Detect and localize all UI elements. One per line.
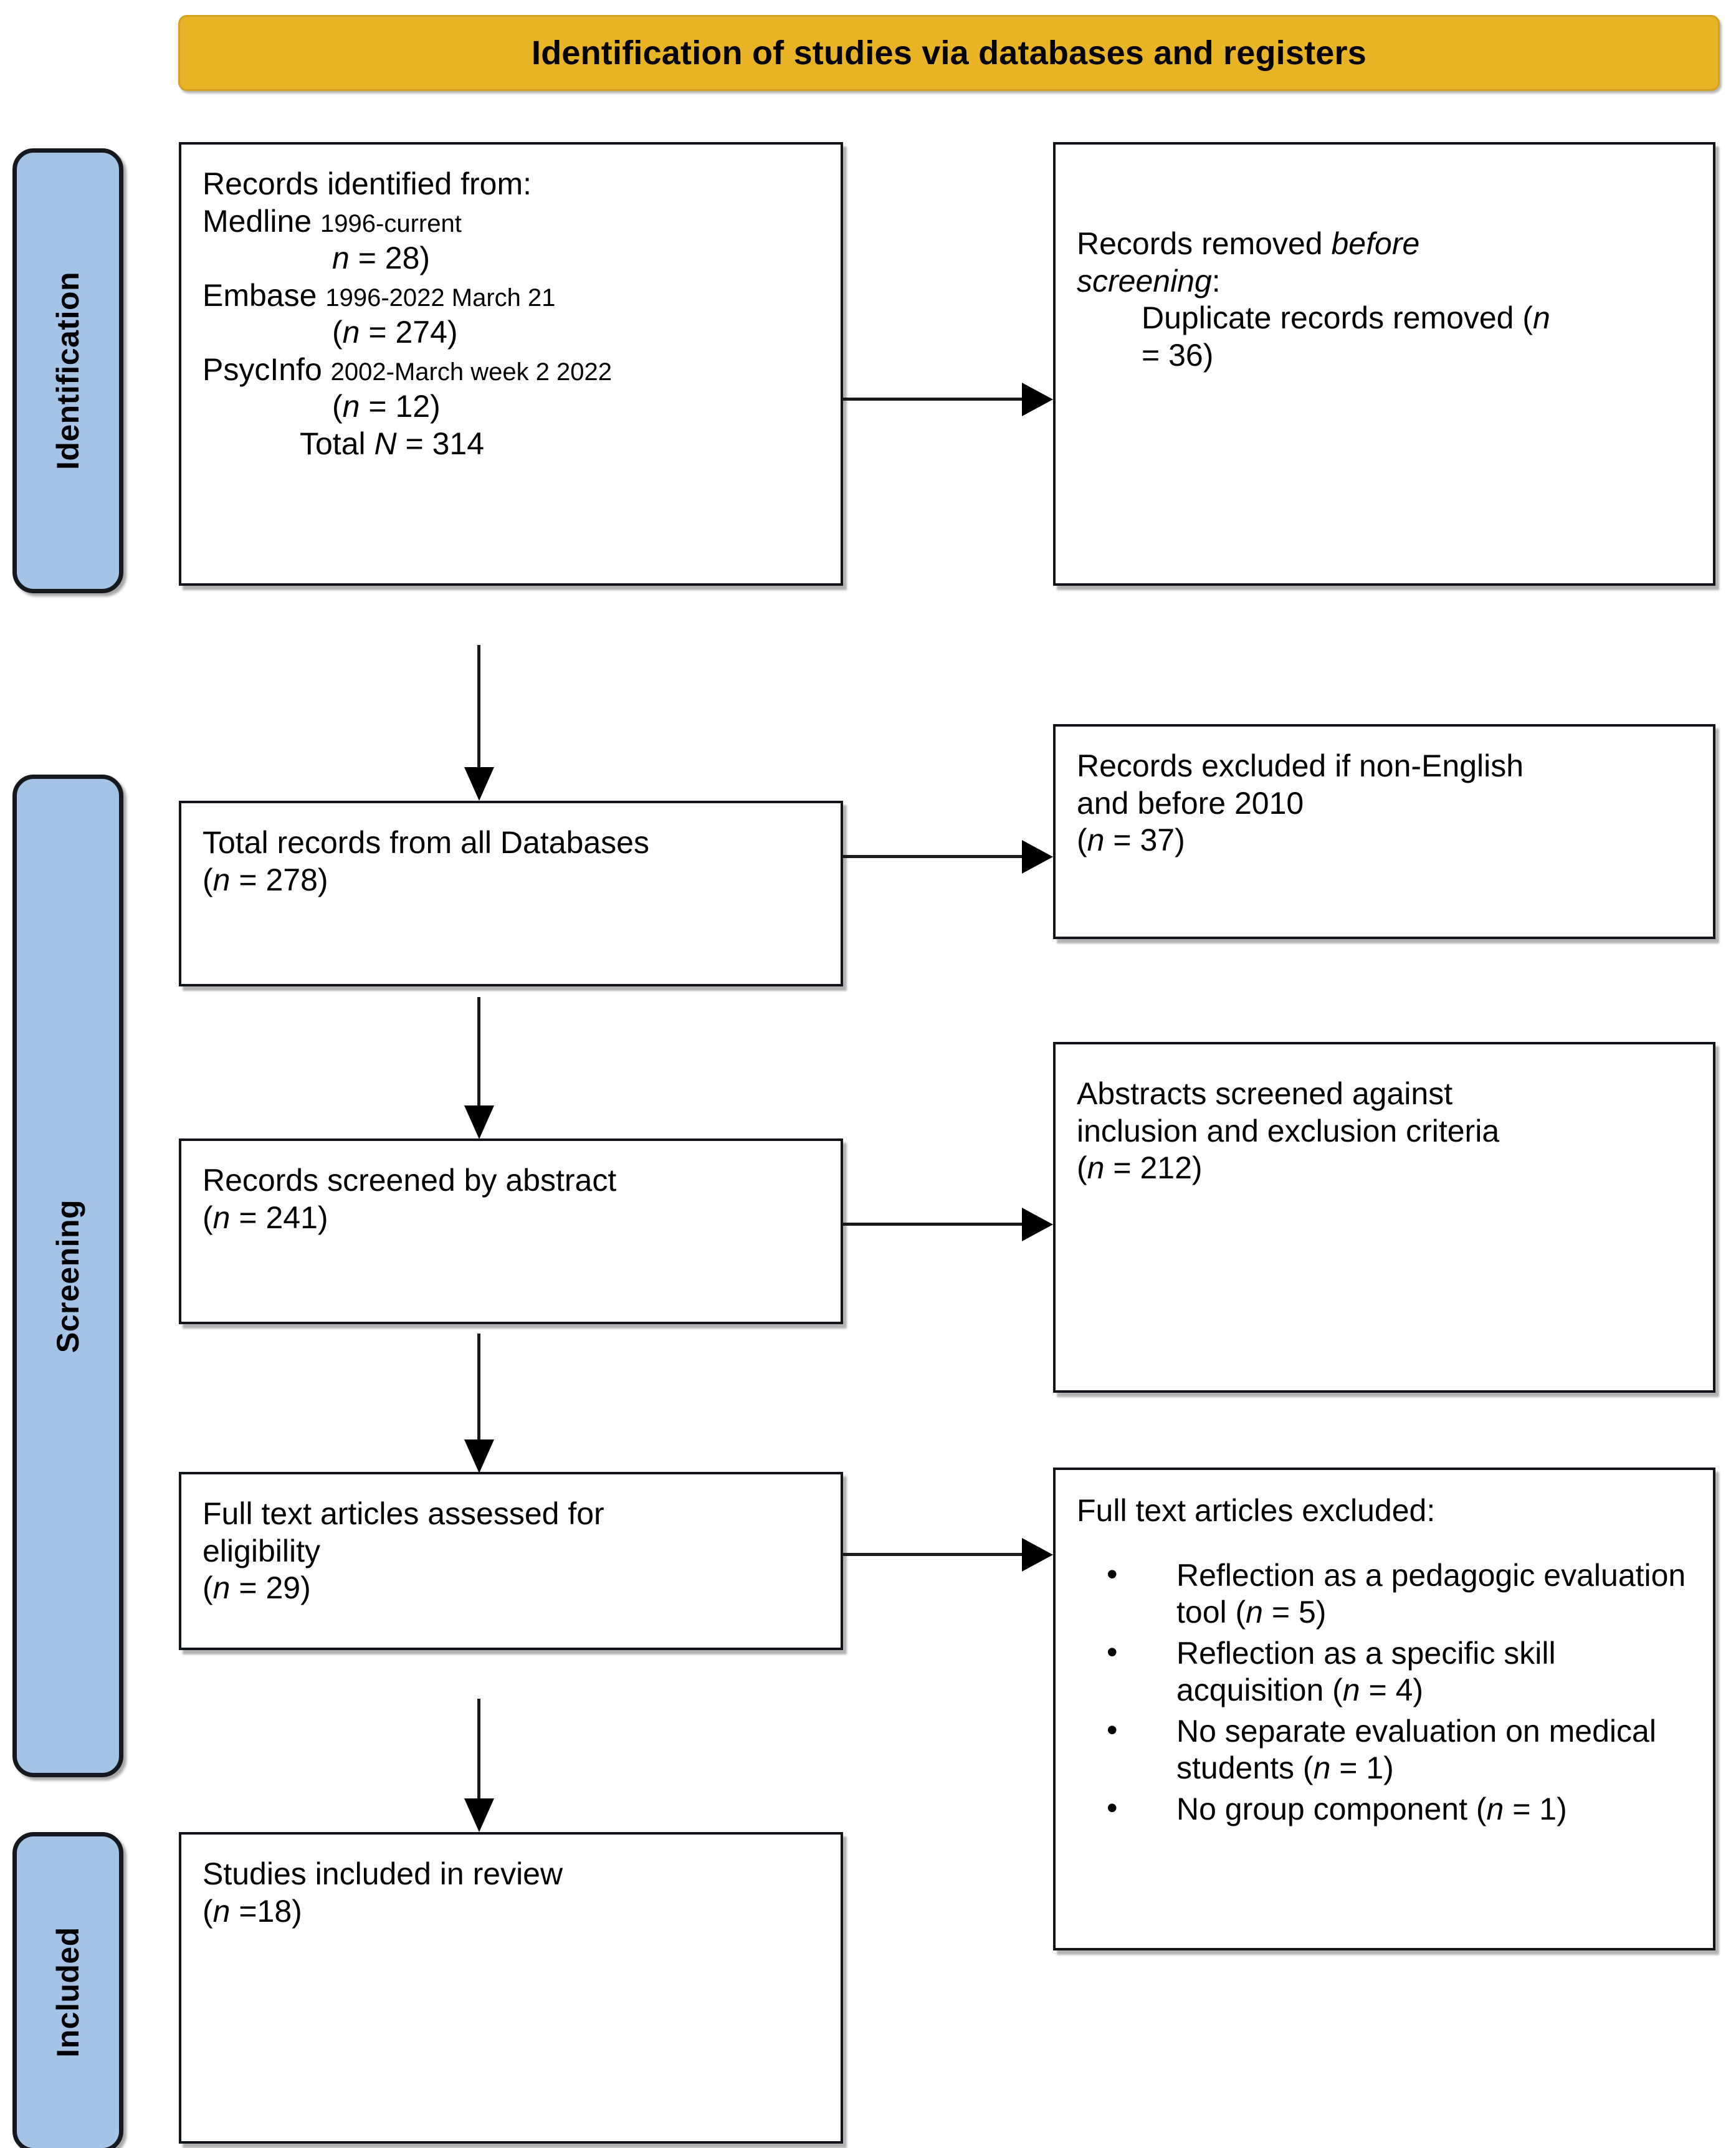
- records-removed-text: Records removed before screening: Duplic…: [1077, 226, 1694, 374]
- source-1-range: 1996-current: [320, 209, 462, 237]
- source-3-count: (n = 12): [332, 389, 441, 424]
- box-abstracts-screened: Abstracts screened against inclusion and…: [1053, 1042, 1715, 1393]
- records-excluded-count: (n = 37): [1077, 823, 1185, 857]
- exclusion-reason-item: No separate evaluation on medical studen…: [1077, 1712, 1694, 1787]
- studies-included-line-1: Studies included in review: [203, 1856, 563, 1891]
- records-removed-before: before: [1331, 226, 1420, 261]
- abstracts-screened-text: Abstracts screened against inclusion and…: [1077, 1076, 1694, 1187]
- studies-included-count: (n =18): [203, 1893, 302, 1929]
- full-text-excluded-heading: Full text articles excluded:: [1077, 1493, 1436, 1528]
- box-records-screened: Records screened by abstract (n = 241): [179, 1138, 843, 1324]
- box-studies-included: Studies included in review (n =18): [179, 1832, 843, 2144]
- records-excluded-line-2: and before 2010: [1077, 785, 1304, 821]
- exclusion-reason-item: Reflection as a specific skill acquisiti…: [1077, 1634, 1694, 1709]
- records-identified-text: Records identified from: Medline 1996-cu…: [203, 166, 822, 462]
- records-identified-heading: Records identified from:: [203, 166, 532, 201]
- full-text-assessed-text: Full text articles assessed for eligibil…: [203, 1496, 822, 1607]
- stage-label-screening: Screening: [12, 775, 123, 1777]
- source-2-count: (n = 274): [332, 315, 458, 350]
- records-removed-line-1: Records removed: [1077, 226, 1332, 261]
- studies-included-text: Studies included in review (n =18): [203, 1856, 822, 1930]
- source-2-range: 1996-2022 March 21: [325, 284, 556, 312]
- source-3-range: 2002-March week 2 2022: [330, 358, 613, 386]
- stage-included-text: Included: [50, 1927, 86, 2058]
- full-text-assessed-line-2: eligibility: [203, 1533, 320, 1568]
- box-full-text-assessed: Full text articles assessed for eligibil…: [179, 1472, 843, 1650]
- exclusion-reason-item: No group component (n = 1): [1077, 1790, 1694, 1828]
- box-records-identified: Records identified from: Medline 1996-cu…: [179, 142, 843, 586]
- stage-identification-text: Identification: [50, 271, 86, 470]
- abstracts-screened-line-1: Abstracts screened against: [1077, 1076, 1453, 1111]
- source-2-name: Embase: [203, 277, 317, 313]
- box-records-removed: Records removed before screening: Duplic…: [1053, 142, 1715, 586]
- total-records-text: Total records from all Databases (n = 27…: [203, 824, 822, 899]
- full-text-assessed-line-1: Full text articles assessed for: [203, 1496, 604, 1531]
- abstracts-screened-line-2: inclusion and exclusion criteria: [1077, 1113, 1500, 1148]
- full-text-excluded-list: Reflection as a pedagogic evaluation too…: [1077, 1556, 1694, 1828]
- exclusion-reason-item: Reflection as a pedagogic evaluation too…: [1077, 1556, 1694, 1631]
- abstracts-screened-count: (n = 212): [1077, 1150, 1203, 1185]
- records-screened-text: Records screened by abstract (n = 241): [203, 1162, 822, 1236]
- full-text-excluded-text: Full text articles excluded: Reflection …: [1077, 1492, 1694, 1828]
- box-full-text-excluded: Full text articles excluded: Reflection …: [1053, 1468, 1715, 1950]
- box-records-excluded: Records excluded if non-English and befo…: [1053, 724, 1715, 939]
- records-excluded-text: Records excluded if non-English and befo…: [1077, 748, 1694, 859]
- stage-label-identification: Identification: [12, 148, 123, 593]
- records-removed-colon: :: [1211, 263, 1221, 298]
- stage-screening-text: Screening: [50, 1199, 85, 1353]
- total-records-count: (n = 278): [203, 862, 328, 897]
- banner-label: Identification of studies via databases …: [532, 34, 1366, 72]
- box-total-records: Total records from all Databases (n = 27…: [179, 801, 843, 986]
- source-1-count: n = 28): [332, 241, 431, 275]
- records-removed-screening: screening: [1077, 263, 1212, 298]
- identification-banner: Identification of studies via databases …: [178, 15, 1720, 91]
- source-3-name: PsycInfo: [203, 351, 322, 387]
- full-text-assessed-count: (n = 29): [203, 1570, 311, 1605]
- records-excluded-line-1: Records excluded if non-English: [1077, 748, 1524, 783]
- records-identified-total: Total N = 314: [300, 426, 485, 461]
- stage-label-included: Included: [12, 1832, 123, 2148]
- source-1-name: Medline: [203, 203, 312, 239]
- total-records-line-1: Total records from all Databases: [203, 825, 649, 860]
- records-screened-count: (n = 241): [203, 1200, 328, 1235]
- records-screened-line-1: Records screened by abstract: [203, 1163, 617, 1198]
- duplicate-records-removed: Duplicate records removed (n= 36): [1142, 300, 1550, 373]
